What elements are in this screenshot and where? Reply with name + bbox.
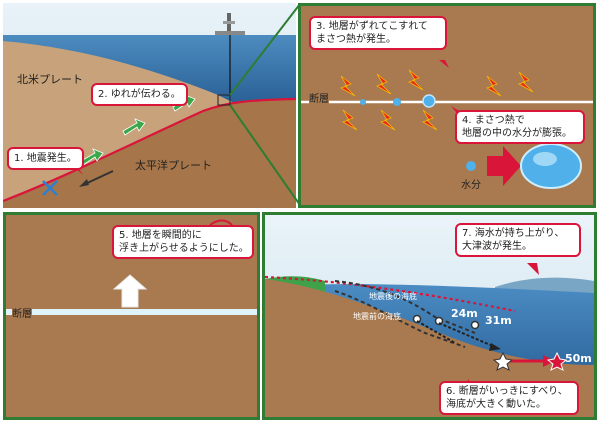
panel-tsunami: 7. 海水が持ち上がり、 大津波が発生。 地震後の海底 地震前の海底 24m 3… xyxy=(262,212,597,420)
wave-arrow-icon xyxy=(122,118,146,136)
panel-subduction-overview: 北米プレート 太平洋プレート 1. 地震発生。 2. ゆれが伝わる。 xyxy=(3,3,296,208)
heat-bolt-icon xyxy=(518,71,534,93)
fault-label: 断層 xyxy=(309,90,329,105)
seafloor-after-label: 地震後の海底 xyxy=(369,292,417,301)
displacement-arrows xyxy=(416,320,496,348)
raised-sea-surface xyxy=(265,275,516,313)
friction-heat-icons xyxy=(340,69,534,131)
expanded-water-icon xyxy=(520,143,582,189)
step5-callout: 5. 地層を瞬間的に 浮き上がらせるようにした。 xyxy=(112,225,254,259)
heat-bolt-icon xyxy=(342,109,358,131)
step4-line1: 4. まさつ熱で xyxy=(462,115,525,126)
small-water-icon xyxy=(466,161,476,171)
displacement-31m: 31m xyxy=(485,314,512,327)
expansion-arrow-icon xyxy=(487,146,521,186)
star-before-icon xyxy=(492,351,514,371)
star-after-icon xyxy=(546,351,568,371)
heat-bolt-icon xyxy=(376,73,392,95)
heat-bolt-icon xyxy=(380,109,396,131)
water-label: 水分 xyxy=(461,180,481,191)
seafloor-after-line xyxy=(334,280,476,334)
step6-line1: 6. 断層がいっきにすべり、 xyxy=(446,386,568,397)
step3-callout: 3. 地層がずれてこすれて まさつ熱が発生。 xyxy=(309,16,447,50)
heat-bolt-icon xyxy=(486,75,502,97)
step7-callout: 7. 海水が持ち上がり、 大津波が発生。 xyxy=(455,223,581,257)
plate-boundary-line xyxy=(3,97,296,203)
fault-layer xyxy=(6,309,257,315)
panel-fault-zoom: 3. 地層がずれてこすれて まさつ熱が発生。 断層 4. まさつ熱で 地層の中の… xyxy=(298,3,596,208)
north-american-plate-label: 北米プレート xyxy=(17,73,83,86)
seafloor-before-label: 地震前の海底 xyxy=(353,312,401,321)
step7-line1: 7. 海水が持ち上がり、 xyxy=(462,228,565,239)
uplift-arrow-icon xyxy=(112,274,148,308)
callout-pointer xyxy=(439,60,449,68)
step6-line2: 海底が大きく動いた。 xyxy=(446,399,546,410)
panel-uplift: 5. 地層を瞬間的に 浮き上がらせるようにした。 断層 xyxy=(3,212,260,420)
step7-line2: 大津波が発生。 xyxy=(462,241,532,252)
plate-motion-arrow-icon xyxy=(79,170,114,187)
fault-label: 断層 xyxy=(12,305,32,320)
step3-line2: まさつ熱が発生。 xyxy=(316,34,396,45)
step2-callout: 2. ゆれが伝わる。 xyxy=(91,83,188,106)
fault-heat-illustration xyxy=(301,6,593,205)
epicenter-x-icon xyxy=(42,180,58,196)
step5-line2: 浮き上がらせるようにした。 xyxy=(119,243,249,254)
pacific-plate xyxy=(3,99,296,208)
step6-callout: 6. 断層がいっきにすべり、 海底が大きく動いた。 xyxy=(439,381,579,415)
water-droplet-icon xyxy=(393,98,401,106)
step5-line1: 5. 地層を瞬間的に xyxy=(119,230,202,241)
step3-line1: 3. 地層がずれてこすれて xyxy=(316,21,428,32)
heat-bolt-icon xyxy=(408,69,424,91)
wave-arrow-icon xyxy=(80,148,104,166)
arrow-head-icon xyxy=(489,343,501,351)
water-droplet-icon xyxy=(422,94,436,108)
water-highlight xyxy=(533,152,557,166)
displacement-50m: 50m xyxy=(565,352,592,365)
displacement-24m: 24m xyxy=(451,307,478,320)
pacific-plate-label: 太平洋プレート xyxy=(135,159,212,172)
callout-pointer xyxy=(527,263,539,275)
step4-line2: 地層の中の水分が膨張。 xyxy=(462,128,572,139)
step1-callout: 1. 地震発生。 xyxy=(7,147,84,170)
displacement-point xyxy=(412,314,422,324)
heat-bolt-icon xyxy=(340,75,356,97)
displacement-point xyxy=(470,320,480,330)
water-droplet-icon xyxy=(360,99,366,105)
zoom-source-box xyxy=(217,94,231,106)
step4-callout: 4. まさつ熱で 地層の中の水分が膨張。 xyxy=(455,110,585,144)
heat-bolt-icon xyxy=(422,109,438,131)
